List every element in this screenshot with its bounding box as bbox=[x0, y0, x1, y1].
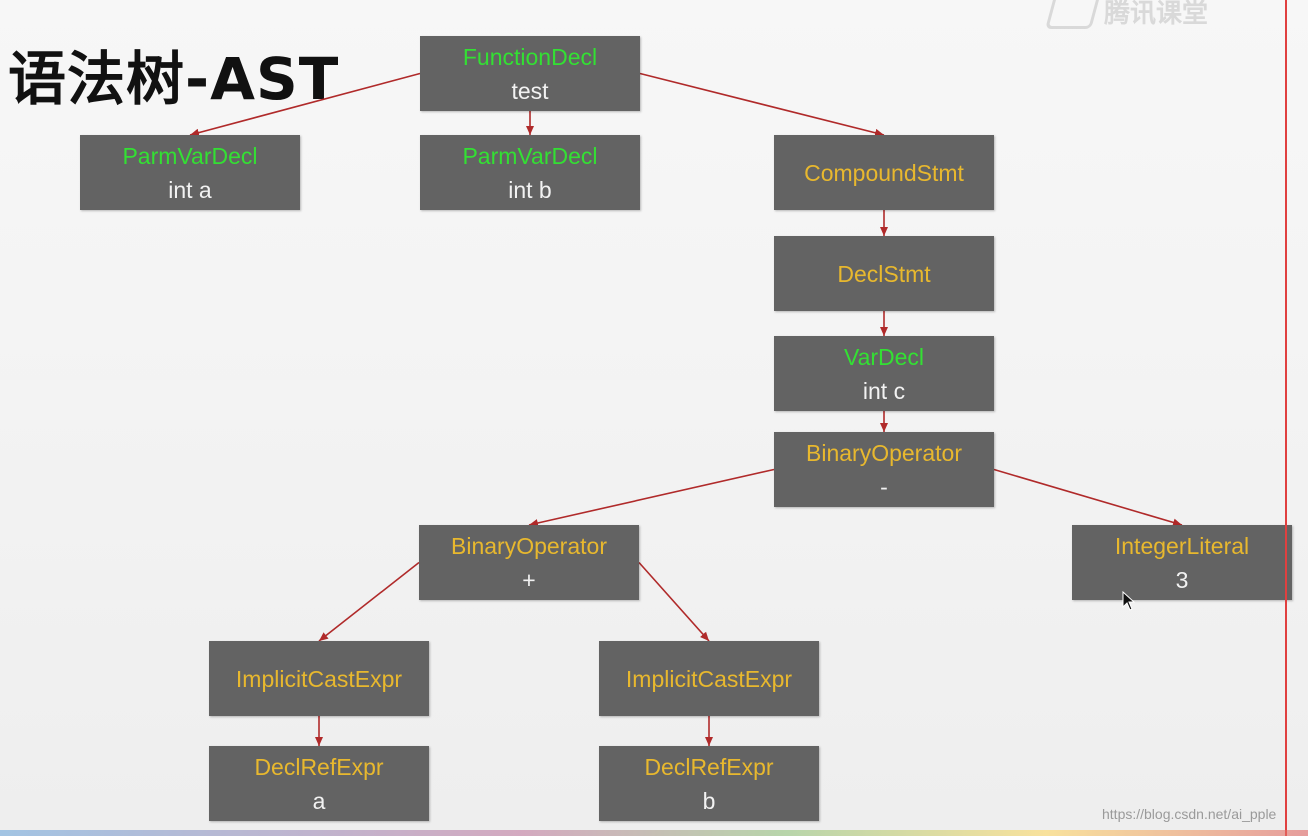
node-decl-ref-expr-a: DeclRefExpr a bbox=[209, 746, 429, 821]
node-function-decl: FunctionDecl test bbox=[420, 36, 640, 111]
node-integer-literal: IntegerLiteral 3 bbox=[1072, 525, 1292, 600]
watermark: 腾讯课堂 bbox=[1045, 0, 1240, 29]
node-value: b bbox=[702, 787, 716, 814]
node-implicit-cast-expr-a: ImplicitCastExpr bbox=[209, 641, 429, 716]
node-var-decl: VarDecl int c bbox=[774, 336, 994, 411]
node-kind: BinaryOperator bbox=[806, 439, 962, 466]
node-value: a bbox=[312, 787, 326, 814]
node-value: - bbox=[880, 473, 888, 500]
bottom-color-bar bbox=[0, 830, 1308, 836]
node-parm-var-decl-b: ParmVarDecl int b bbox=[420, 135, 640, 210]
node-value: 3 bbox=[1175, 566, 1189, 593]
edge-function_decl-to-parm_a bbox=[189, 72, 421, 137]
slide-right-border bbox=[1285, 0, 1287, 836]
edge-binop_minus-to-binop_plus bbox=[528, 468, 775, 527]
node-kind: ParmVarDecl bbox=[462, 142, 598, 169]
node-kind: DeclStmt bbox=[837, 260, 931, 287]
node-kind: CompoundStmt bbox=[804, 159, 964, 186]
source-credit: https://blog.csdn.net/ai_pple bbox=[1102, 806, 1277, 822]
edge-binop_plus-to-cast_b bbox=[638, 561, 710, 642]
node-parm-var-decl-a: ParmVarDecl int a bbox=[80, 135, 300, 210]
node-decl-ref-expr-b: DeclRefExpr b bbox=[599, 746, 819, 821]
mouse-cursor-icon bbox=[1122, 591, 1136, 611]
edge-binop_plus-to-cast_a bbox=[318, 561, 420, 642]
node-decl-stmt: DeclStmt bbox=[774, 236, 994, 311]
node-value: test bbox=[511, 77, 549, 104]
node-implicit-cast-expr-b: ImplicitCastExpr bbox=[599, 641, 819, 716]
edge-function_decl-to-compound_stmt bbox=[639, 72, 885, 137]
node-value: int a bbox=[168, 176, 212, 203]
node-binary-operator-minus: BinaryOperator - bbox=[774, 432, 994, 507]
slide-title: 语法树-AST bbox=[8, 45, 340, 113]
node-value: int b bbox=[508, 176, 552, 203]
node-kind: FunctionDecl bbox=[462, 43, 598, 70]
node-binary-operator-plus: BinaryOperator + bbox=[419, 525, 639, 600]
node-kind: BinaryOperator bbox=[451, 532, 607, 559]
watermark-text: 腾讯课堂 bbox=[1104, 0, 1209, 29]
node-kind: DeclRefExpr bbox=[254, 753, 384, 780]
node-kind: ParmVarDecl bbox=[122, 142, 258, 169]
node-value: + bbox=[522, 566, 536, 593]
edge-binop_minus-to-int_literal bbox=[993, 468, 1183, 527]
node-kind: DeclRefExpr bbox=[644, 753, 774, 780]
node-kind: IntegerLiteral bbox=[1114, 532, 1250, 559]
node-kind: ImplicitCastExpr bbox=[235, 665, 403, 692]
node-kind: VarDecl bbox=[843, 343, 925, 370]
node-kind: ImplicitCastExpr bbox=[625, 665, 793, 692]
node-compound-stmt: CompoundStmt bbox=[774, 135, 994, 210]
node-value: int c bbox=[862, 377, 906, 404]
